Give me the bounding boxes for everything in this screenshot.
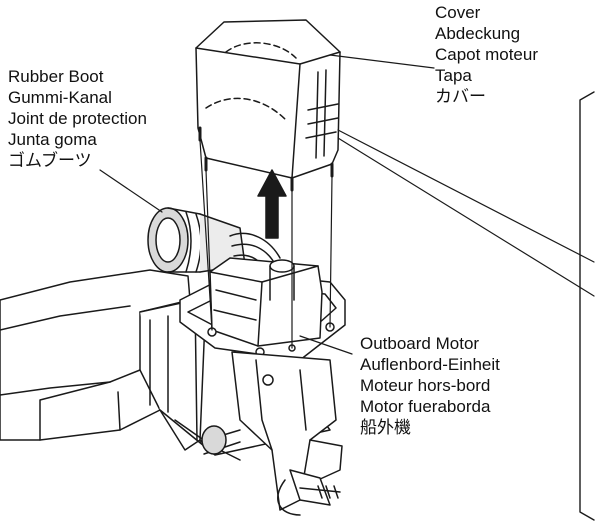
rubber-boot-label: Rubber Boot Gummi-Kanal Joint de protect… (8, 66, 147, 171)
outboard-motor-label-es: Motor fueraborda (360, 397, 491, 416)
rubber-boot-label-es: Junta goma (8, 130, 97, 149)
outboard-motor-label: Outboard Motor Auflenbord-Einheit Moteur… (360, 333, 500, 438)
rubber-boot-label-en: Rubber Boot (8, 67, 104, 86)
outboard-motor-label-ja: 船外機 (360, 418, 411, 437)
lift-arrow-icon (257, 169, 287, 239)
outboard-motor-label-fr: Moteur hors-bord (360, 376, 491, 395)
outboard-motor-label-en: Outboard Motor (360, 334, 480, 353)
cover-label-de: Abdeckung (435, 24, 521, 43)
rubber-boot-label-fr: Joint de protection (8, 109, 147, 128)
cover-label-fr: Capot moteur (435, 45, 538, 64)
rubber-boot-label-ja: ゴムブーツ (8, 151, 92, 170)
leader-lines (99, 54, 595, 355)
alignment-lines (199, 139, 333, 349)
cover-label-es: Tapa (435, 66, 472, 85)
cover-label-en: Cover (435, 3, 481, 22)
outboard-motor-drawing (179, 257, 346, 516)
cover-label-ja: カバー (435, 87, 486, 106)
cover-label: Cover Abdeckung Capot moteur Tapa カバー (435, 2, 538, 107)
rubber-boot-label-de: Gummi-Kanal (8, 88, 112, 107)
rubber-boot-drawing (147, 207, 281, 277)
cover-drawing (195, 19, 341, 192)
outboard-motor-label-de: Auflenbord-Einheit (360, 355, 500, 374)
callout-frame (579, 91, 595, 521)
